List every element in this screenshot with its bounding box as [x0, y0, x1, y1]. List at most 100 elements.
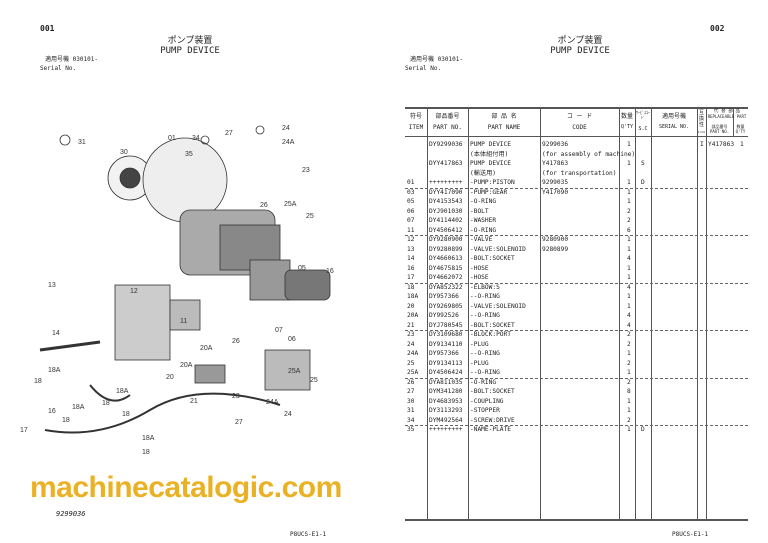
cell-item: 05: [407, 198, 415, 205]
cell-name: -NAME-PLATE: [470, 426, 511, 433]
cell-item: 16: [407, 264, 415, 272]
header-serial: SERIAL NO.: [658, 124, 690, 130]
svg-text:23: 23: [302, 167, 310, 174]
cell-part: DY4153543: [429, 198, 463, 205]
cell-item: 20A: [407, 312, 419, 319]
row-separator: [405, 377, 748, 379]
svg-text:20A: 20A: [200, 345, 213, 352]
cell-part: DY9280899: [429, 245, 463, 253]
cell-qty: 8: [627, 388, 631, 395]
cell-item: 18A: [407, 293, 419, 300]
watermark: machinecatalogic.com: [30, 471, 342, 504]
page-title-jp-right: ポンプ装置: [557, 36, 603, 46]
cell-qty: 1: [627, 141, 631, 148]
cell-part: DYJ901030: [429, 207, 463, 215]
svg-text:18A: 18A: [142, 435, 155, 442]
row-separator: [405, 187, 748, 189]
svg-text:25: 25: [310, 377, 318, 384]
svg-text:25: 25: [306, 213, 314, 220]
cell-qty: 2: [627, 359, 631, 367]
svg-text:13: 13: [48, 282, 56, 289]
cell-rpart: Y417863: [708, 141, 735, 148]
cell-qty: 1: [627, 160, 631, 167]
svg-text:24: 24: [282, 125, 290, 132]
cell-part: DYM492564: [429, 416, 463, 424]
svg-text:14: 14: [52, 330, 60, 337]
header-item-jp: 符号: [409, 113, 422, 120]
cell-name: (本体組付用): [470, 150, 509, 158]
svg-text:18: 18: [122, 411, 130, 418]
cell-item: 25: [407, 359, 415, 367]
svg-text:18: 18: [142, 449, 150, 456]
cell-qty: 4: [627, 312, 631, 319]
row-separator: [405, 330, 748, 331]
cell-qty: 1: [627, 198, 631, 205]
bolt: [39, 340, 101, 352]
cell-part: +++++++++: [429, 179, 463, 186]
cell-name: -BLOCK:PORT: [470, 331, 511, 338]
cell-part: DY4506424: [429, 369, 463, 376]
cell-item: 30: [407, 397, 415, 405]
table-row: (本体組付用) (for assembly of machine): [405, 150, 748, 160]
svg-text:34: 34: [192, 135, 200, 142]
page-title-right: PUMP DEVICE: [550, 46, 610, 56]
cell-name: -BOLT:SOCKET: [470, 255, 515, 262]
header-ic: I/CA: [697, 130, 706, 134]
svg-text:05: 05: [298, 265, 306, 272]
cell-part: DY4675815: [429, 264, 463, 272]
svg-text:25A: 25A: [288, 368, 301, 375]
cell-item: 34: [407, 416, 415, 424]
cell-code: Y417863: [542, 160, 569, 167]
cell-item: 24A: [407, 350, 419, 357]
cell-item: 07: [407, 217, 415, 224]
header-qty: Q'TY: [620, 124, 634, 130]
header-sc-jp: ｻｰﾋﾞｽｺｰﾄﾞ: [636, 110, 650, 120]
svg-text:17: 17: [20, 427, 28, 434]
cell-qty: 1: [627, 245, 631, 253]
header-name: PART NAME: [487, 124, 521, 131]
svg-text:11: 11: [180, 318, 187, 325]
svg-text:31: 31: [78, 139, 86, 146]
cell-rqty: 1: [740, 141, 744, 148]
cell-qty: 1: [627, 302, 631, 310]
cell-qty: 4: [627, 283, 631, 291]
cell-part: DYA811035: [429, 378, 463, 386]
cell-name: -HOSE: [470, 264, 489, 272]
cell-name: -WASHER: [470, 217, 497, 224]
cell-item: 27: [407, 388, 415, 395]
header-qty-jp: 数量: [620, 113, 633, 120]
cell-part: DY9280900: [429, 236, 463, 243]
cell-item: 01: [407, 179, 415, 186]
page-title-jp-left: ポンプ装置: [167, 36, 213, 46]
cell-code: 9280900: [542, 236, 569, 243]
header-code: CODE: [572, 124, 587, 131]
svg-text:18: 18: [62, 417, 70, 424]
serial-label: Serial No.: [40, 65, 77, 72]
cell-item: 35: [407, 426, 415, 433]
serial-label: Serial No.: [405, 65, 442, 72]
cell-item: 17: [407, 274, 415, 281]
cell-code: (for assembly of machine): [542, 150, 636, 158]
cell-part: DY4683953: [429, 397, 463, 405]
svg-text:16: 16: [326, 268, 334, 275]
cell-item: 24: [407, 340, 415, 348]
cell-qty: 2: [627, 340, 631, 348]
cell-code: 9299036: [542, 141, 569, 148]
cell-item: 14: [407, 255, 415, 262]
cell-name: PUMP DEVICE: [470, 141, 511, 148]
cell-item: 06: [407, 207, 415, 215]
header-name-jp: 部 品 名: [491, 113, 517, 120]
cell-item: 13: [407, 245, 415, 253]
